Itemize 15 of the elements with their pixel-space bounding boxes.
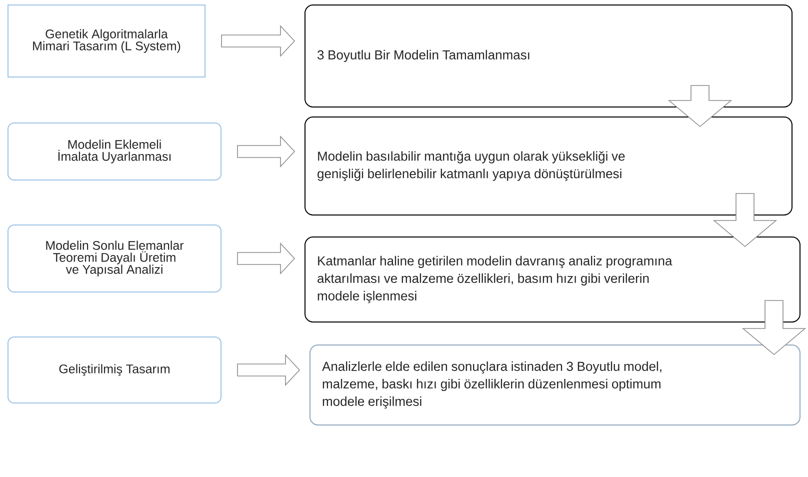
block-arrow xyxy=(237,354,300,386)
block-arrow xyxy=(237,135,296,168)
step-box: Geliştirilmiş Tasarım xyxy=(8,336,222,404)
block-arrow xyxy=(668,85,732,128)
step-box: Modelin Sonlu Elemanlar Teoremi Dayalı Üretim ve Yapısal Analizi xyxy=(8,224,222,292)
description-box: Katmanlar haline getirilen modelin davranış analiz programına aktarılması ve malzeme özellikleri, basım hızı gibi verilerin modele işlenmesi xyxy=(304,236,800,322)
description-box: 3 Boyutlu Bir Modelin Tamamlanması xyxy=(304,4,792,108)
step-box: Genetik Algoritmalarla Mimari Tasarım (L System) xyxy=(8,4,206,78)
block-arrow xyxy=(221,24,296,58)
block-arrow xyxy=(742,300,806,356)
description-box: Analizlerle elde edilen sonuçlara istinaden 3 Boyutlu model, malzeme, baskı hızı gibi özelliklerin düzenlenmesi optimum modele erişilmesi xyxy=(310,344,800,426)
description-box: Modelin basılabilir mantığa uygun olarak yüksekliği ve genişliği belirlenebilir katmanlı yapıya dönüştürülmesi xyxy=(304,116,792,216)
step-box: Modelin Eklemeli İmalata Uyarlanması xyxy=(8,122,222,180)
block-arrow xyxy=(237,242,296,274)
block-arrow xyxy=(712,193,778,248)
